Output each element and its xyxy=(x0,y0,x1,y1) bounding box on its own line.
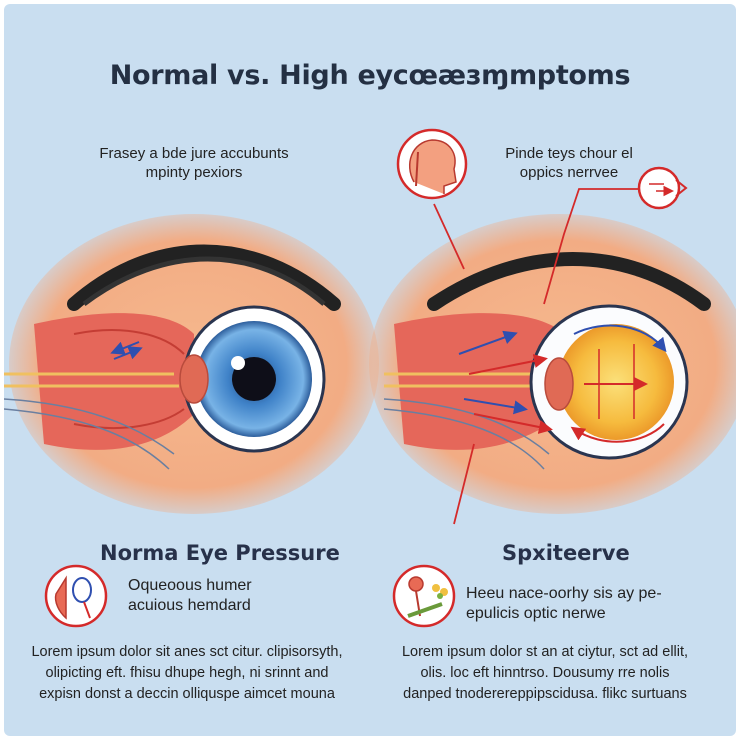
normal-pressure-subtext-line1: Oqueoous humer xyxy=(128,577,252,594)
pressure-gauge-icon xyxy=(44,564,108,628)
optic-nerve-icon xyxy=(637,166,688,210)
optic-nerve-note-line1: Pinde teys chour el xyxy=(505,145,633,162)
high-pressure-heading: Spxiteerve xyxy=(502,541,630,565)
normal-eye-note: Frasey a bde jure accubunts mpinty pexio… xyxy=(64,144,324,182)
normal-description-line3: expisn donst a deccin olliquspe aimcet m… xyxy=(39,686,335,702)
head-profile-icon xyxy=(396,128,468,200)
normal-pressure-heading: Norma Eye Pressure xyxy=(100,541,340,565)
page-title: Normal vs. High eycœæзɱmptoms xyxy=(109,60,631,91)
high-pressure-subtext-line1: Heeu nace-oorhy sis ay pe- xyxy=(466,585,662,602)
high-pressure-subtext-line2: epulicis optic nerwe xyxy=(466,605,606,622)
high-pressure-subtext: Heeu nace-oorhy sis ay pe- epulicis opti… xyxy=(466,584,662,624)
high-pressure-eye-illustration xyxy=(369,188,736,525)
normal-description-line2: olipicting eft. fhisu dhupe hegh, ni sri… xyxy=(45,665,329,681)
normal-eye-illustration xyxy=(4,214,379,514)
normal-pressure-subtext: Oqueoous humer acuious hemdard xyxy=(128,576,252,616)
normal-eye-note-line1: Frasey a bde jure accubunts xyxy=(99,145,289,162)
high-pressure-description: Lorem ipsum dolor st an at ciytur, sct a… xyxy=(392,642,698,705)
normal-description-line1: Lorem ipsum dolor sit anes sct citur. cl… xyxy=(31,644,343,660)
optic-nerve-note: Pinde teys chour el oppics nerrvee xyxy=(474,144,664,182)
high-description-line2: olis. loc eft hinntrso. Dousumy rre noli… xyxy=(420,665,670,681)
high-description-line3: danped tnoderereppipscidusa. flikc surtu… xyxy=(403,686,687,702)
optic-nerve-note-line2: oppics nerrvee xyxy=(519,164,619,181)
eye-illustrations xyxy=(4,128,736,628)
normal-eye-note-line2: mpinty pexiors xyxy=(145,164,243,181)
infographic-canvas: Normal vs. High eycœæзɱmptoms Frasey a b… xyxy=(4,4,736,736)
normal-pressure-subtext-line2: acuious hemdard xyxy=(128,597,251,614)
normal-pressure-description: Lorem ipsum dolor sit anes sct citur. cl… xyxy=(22,642,352,705)
high-description-line1: Lorem ipsum dolor st an at ciytur, sct a… xyxy=(401,644,689,660)
lever-icon xyxy=(392,564,456,628)
